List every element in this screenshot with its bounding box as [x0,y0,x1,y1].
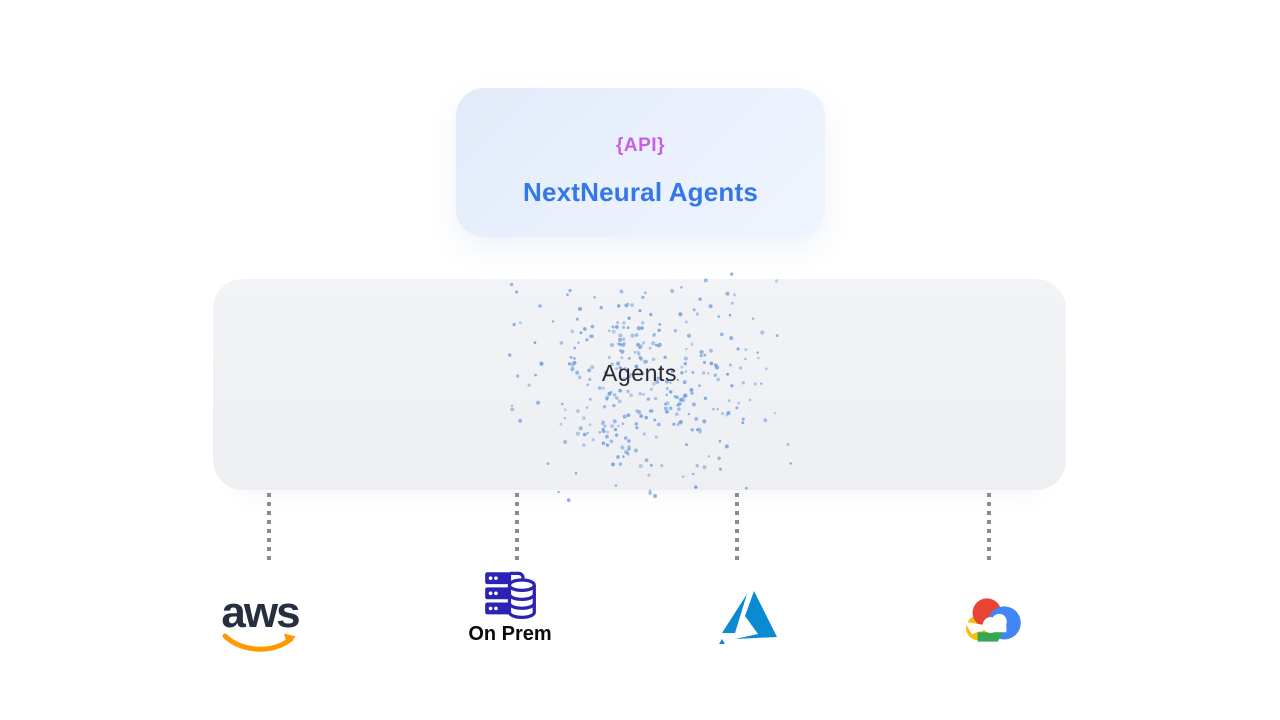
provider-google-cloud [956,591,1028,649]
aws-smile-icon [222,633,296,652]
azure-logo [719,591,777,644]
connector-aws [267,493,271,563]
product-title: NextNeural Agents [522,177,759,207]
connector-on-prem [515,493,519,563]
on-prem-label: On Prem [468,623,552,645]
aws-wordmark: aws [221,588,300,637]
connector-google-cloud [987,493,991,563]
agents-label: Agents [601,360,678,386]
api-card: {API} NextNeural Agents [456,88,825,237]
google-cloud-logo [964,598,1021,642]
agents-panel [213,279,1066,490]
connector-azure [735,493,739,563]
server-database-icon [485,571,536,620]
provider-on-prem: On Prem [462,570,558,646]
provider-aws: aws [214,588,306,655]
provider-azure [713,588,785,648]
api-badge: {API} [616,135,665,156]
